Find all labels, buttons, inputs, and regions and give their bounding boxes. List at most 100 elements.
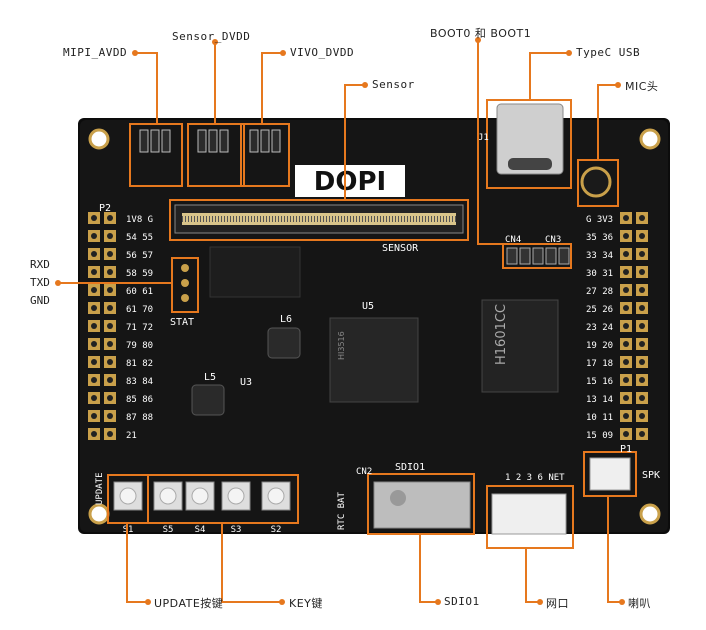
dopi-logo: DOPI — [295, 165, 405, 197]
header-pin-label: 35 36 — [586, 233, 613, 243]
speaker-connector: SPK — [583, 451, 660, 497]
silk-j1: J1 — [478, 133, 489, 143]
header-pin-hole — [639, 341, 645, 347]
header-pin-label: 58 59 — [126, 269, 153, 279]
header-pin-hole — [623, 395, 629, 401]
header-pin-label: 15 09 — [586, 431, 613, 441]
header-pin-hole — [107, 341, 113, 347]
header-pin-hole — [639, 395, 645, 401]
header-pin-hole — [91, 377, 97, 383]
typec-port — [486, 99, 572, 189]
mount-hole-br — [639, 503, 661, 525]
header-pin-hole — [91, 323, 97, 329]
silk-l6: L6 — [280, 314, 292, 325]
header-pin-hole — [107, 323, 113, 329]
header-pin-hole — [639, 413, 645, 419]
header-pin-label: 23 24 — [586, 323, 613, 333]
mag-module: H1601CC — [481, 299, 559, 393]
silk-spk: SPK — [642, 470, 660, 481]
header-pin-hole — [91, 305, 97, 311]
header-pin-hole — [91, 233, 97, 239]
mount-hole-tl — [88, 128, 110, 150]
header-pin-hole — [91, 215, 97, 221]
callout-mic: MIC头 — [625, 80, 659, 93]
header-pin-hole — [91, 431, 97, 437]
silk-cn3: CN3 — [545, 235, 561, 245]
header-pin-label: 33 34 — [586, 251, 613, 261]
callout-rxd: RXD — [30, 258, 50, 271]
header-pin-hole — [623, 287, 629, 293]
header-pin-hole — [639, 431, 645, 437]
header-pin-hole — [91, 413, 97, 419]
header-pin-hole — [91, 269, 97, 275]
callout-sensor: Sensor — [372, 78, 415, 91]
header-pin-hole — [91, 395, 97, 401]
header-pin-hole — [107, 287, 113, 293]
header-pin-hole — [91, 287, 97, 293]
header-pin-hole — [107, 233, 113, 239]
callout-sensor-dvdd: Sensor_DVDD — [172, 30, 251, 43]
header-pin-hole — [107, 413, 113, 419]
silk-net: 1 2 3 6 NET — [505, 473, 565, 483]
header-pin-hole — [623, 413, 629, 419]
header-pin-hole — [639, 359, 645, 365]
header-pin-hole — [639, 305, 645, 311]
silk-cn2: CN2 — [356, 467, 372, 477]
silk-rtc-bat: RTC BAT — [337, 491, 347, 530]
header-pin-hole — [107, 359, 113, 365]
header-pin-label: 1V8 G — [126, 215, 153, 225]
mic-module — [577, 159, 619, 207]
header-pin-label: 87 88 — [126, 413, 153, 423]
header-pin-label: 19 20 — [586, 341, 613, 351]
header-pin-label: 81 82 — [126, 359, 153, 369]
header-pin-hole — [639, 233, 645, 239]
header-pin-hole — [91, 341, 97, 347]
callout-net: 网口 — [546, 597, 569, 610]
header-pin-label: 60 61 — [126, 287, 153, 297]
button-label: S5 — [163, 525, 174, 535]
silk-stat: STAT — [170, 317, 194, 328]
leader-lines — [58, 40, 622, 603]
header-pin-hole — [623, 215, 629, 221]
silk-u3: U3 — [240, 377, 252, 388]
header-pin-hole — [623, 431, 629, 437]
sdio-slot: SDIO1 — [367, 462, 475, 535]
callout-txd: TXD — [30, 276, 50, 289]
button-cap — [191, 487, 209, 505]
silk-update: UPDATE — [95, 472, 105, 505]
header-pin-hole — [639, 269, 645, 275]
header-pin-hole — [107, 251, 113, 257]
callout-mipi-avdd: MIPI_AVDD — [63, 46, 128, 59]
header-pin-label: G 3V3 — [586, 215, 613, 225]
header-pin-hole — [623, 305, 629, 311]
callout-typec: TypeC USB — [576, 46, 641, 59]
header-pin-hole — [107, 431, 113, 437]
callout-vivo-dvdd: VIVO_DVDD — [290, 46, 355, 59]
header-pin-label: 21 — [126, 431, 137, 441]
header-pin-hole — [91, 359, 97, 365]
button-label: S4 — [195, 525, 206, 535]
callout-gnd: GND — [30, 294, 50, 307]
button-label: S2 — [271, 525, 282, 535]
chip-u4 — [209, 246, 301, 298]
callout-sdio1: SDIO1 — [444, 595, 480, 608]
header-pin-label: 17 18 — [586, 359, 613, 369]
header-pin-label: 61 70 — [126, 305, 153, 315]
soc-label: HI3516 — [337, 331, 346, 360]
silk-l5: L5 — [204, 372, 216, 383]
mag-label: H1601CC — [494, 304, 509, 365]
callout-key: KEY键 — [289, 597, 323, 610]
dopi-logo-text: DOPI — [314, 167, 386, 197]
header-pin-hole — [107, 395, 113, 401]
header-pin-hole — [623, 269, 629, 275]
header-pin-hole — [107, 215, 113, 221]
callout-boot: BOOT0 和 BOOT1 — [430, 27, 532, 40]
button-cap — [159, 487, 177, 505]
callout-update-key: UPDATE按键 — [154, 597, 224, 610]
net-connector: 1 2 3 6 NET — [486, 473, 574, 549]
header-pin-label: 30 31 — [586, 269, 613, 279]
header-pin-hole — [623, 323, 629, 329]
header-pin-hole — [639, 323, 645, 329]
